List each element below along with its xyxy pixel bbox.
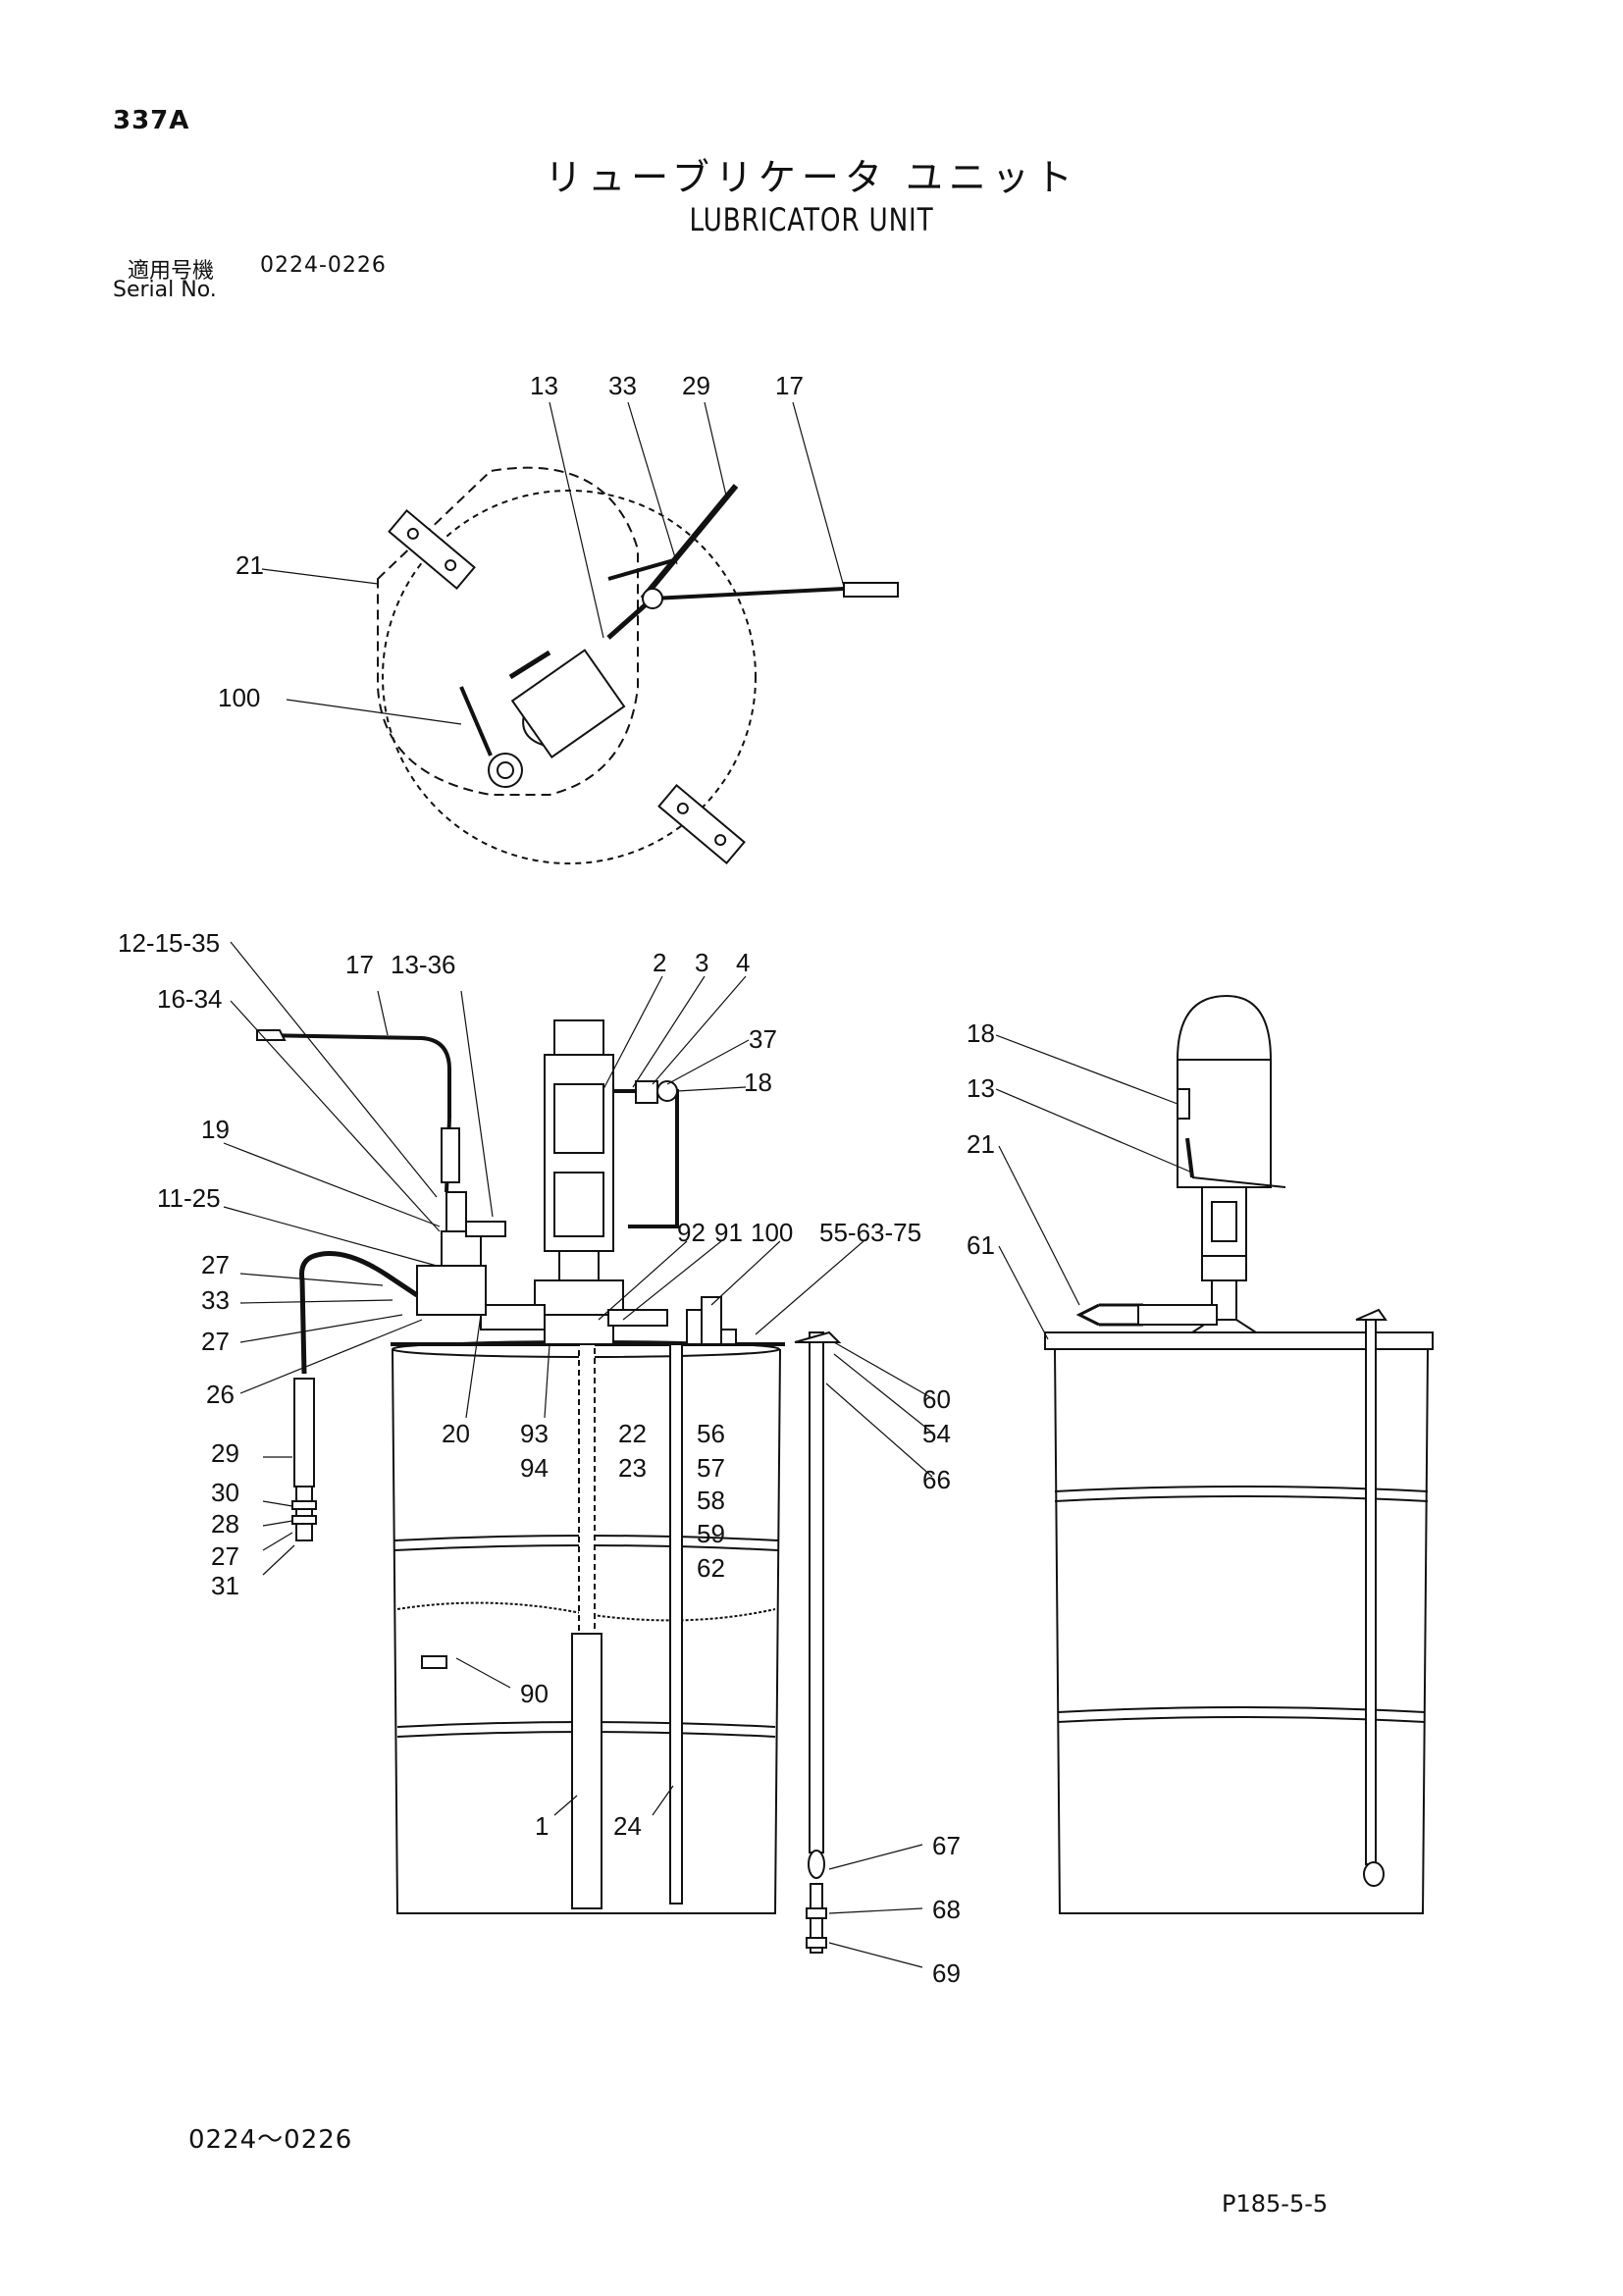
part-label: 23 (618, 1453, 647, 1483)
title-japanese: リューブリケータ ユニット (545, 156, 1078, 199)
part-label: 92 (677, 1218, 706, 1247)
part-label: 17 (345, 950, 374, 979)
part-label: 68 (932, 1895, 961, 1924)
part-label: 12-15-35 (118, 928, 220, 958)
part-label: 20 (442, 1419, 470, 1448)
part-label: 18 (744, 1068, 772, 1097)
suction-pipe-lower (571, 1633, 602, 1909)
part-label: 30 (211, 1478, 239, 1507)
pump-body-top (510, 649, 626, 759)
part-label: 60 (922, 1384, 951, 1414)
part-label: 4 (736, 948, 750, 977)
serial-label-japanese: 適用号機 (128, 259, 215, 284)
dip-rod-66 (809, 1331, 824, 1853)
part-label: 11-25 (157, 1183, 221, 1213)
part-label: 94 (520, 1453, 549, 1483)
part-label: 100 (218, 683, 260, 712)
top-view (261, 401, 899, 865)
part-label: 67 (932, 1831, 961, 1860)
side-view-labels: 18 13 21 61 (967, 1018, 995, 1260)
part-label: 1 (535, 1811, 549, 1841)
part-label: 29 (211, 1438, 239, 1468)
lid-outline (377, 466, 639, 796)
top-view-labels: 13 33 29 17 21 100 (218, 371, 804, 712)
part-label: 91 (714, 1218, 743, 1247)
part-label: 55-63-75 (819, 1218, 921, 1247)
part-label: 27 (201, 1250, 230, 1279)
part-label: 54 (922, 1419, 951, 1448)
drum-body-side (1054, 1348, 1429, 1914)
motor-cap (1176, 994, 1273, 1061)
serial-label-english: Serial No. (113, 278, 217, 302)
part-label: 22 (618, 1419, 647, 1448)
part-label: 57 (697, 1453, 725, 1483)
serial-range: 0224-0226 (260, 253, 387, 278)
part-label: 93 (520, 1419, 549, 1448)
part-label: 61 (967, 1230, 995, 1260)
bracket-top-left (388, 508, 476, 591)
part-label: 3 (695, 948, 708, 977)
part-label: 24 (613, 1811, 642, 1841)
part-label: 13 (530, 371, 558, 400)
hose-fitting (843, 582, 899, 598)
drum-body-front (392, 1348, 781, 1914)
part-label: 62 (697, 1553, 725, 1583)
hose-17-front (259, 1033, 451, 1119)
part-label: 28 (211, 1509, 239, 1539)
part-label: 18 (967, 1018, 995, 1048)
bracket-bottom-right (657, 783, 746, 865)
title-english: LUBRICATOR UNIT (689, 201, 934, 238)
valve-100 (701, 1296, 722, 1345)
part-label: 33 (201, 1285, 230, 1315)
part-label: 27 (201, 1327, 230, 1356)
handle-29 (640, 484, 739, 600)
part-label: 66 (922, 1465, 951, 1494)
part-label: 2 (653, 948, 666, 977)
hose-reel-100 (488, 753, 523, 788)
hose-29 (299, 1251, 419, 1375)
hose-17 (652, 587, 845, 600)
part-label: 31 (211, 1571, 239, 1600)
part-label: 21 (967, 1129, 995, 1159)
part-label: 27 (211, 1541, 239, 1571)
manifold-20 (416, 1265, 487, 1316)
footer-range: 0224～0226 (188, 2125, 353, 2155)
part-label: 13-36 (391, 950, 456, 979)
page-number: 337A (113, 106, 190, 135)
part-label: 58 (697, 1486, 725, 1515)
part-label: 90 (520, 1679, 549, 1708)
part-label: 21 (236, 550, 264, 580)
part-label: 26 (206, 1380, 235, 1409)
document-code: P185-5-5 (1222, 2190, 1329, 2218)
pump-motor-top (553, 1019, 604, 1061)
part-label: 37 (749, 1024, 777, 1054)
part-label: 33 (608, 371, 637, 400)
part-label: 13 (967, 1073, 995, 1103)
part-label: 17 (775, 371, 804, 400)
part-label: 59 (697, 1519, 725, 1548)
side-view (995, 994, 1434, 1914)
drum-outline-circle (382, 490, 757, 864)
part-label: 69 (932, 1958, 961, 1988)
part-label: 19 (201, 1115, 230, 1144)
part-label: 29 (682, 371, 710, 400)
level-tube-24 (669, 1343, 683, 1905)
part-label: 100 (751, 1218, 793, 1247)
part-label: 16-34 (157, 984, 223, 1014)
front-view (223, 941, 933, 1968)
part-label: 56 (697, 1419, 725, 1448)
